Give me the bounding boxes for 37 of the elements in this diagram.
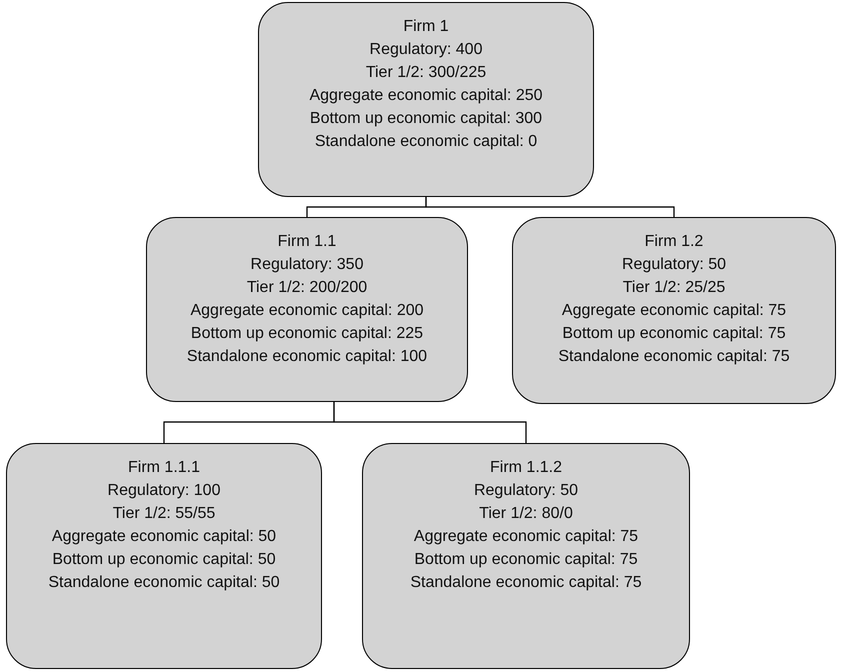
capital-figure: Aggregate economic capital: 200 (190, 301, 424, 321)
connector-line (333, 402, 527, 443)
capital-figure: Tier 1/2: 55/55 (112, 504, 216, 524)
capital-figure: Tier 1/2: 25/25 (622, 278, 726, 298)
capital-figure: Aggregate economic capital: 50 (52, 527, 276, 547)
capital-figure: Standalone economic capital: 0 (314, 132, 538, 152)
firm-name: Firm 1.1 (278, 232, 336, 252)
capital-figure: Aggregate economic capital: 75 (562, 301, 786, 321)
capital-figure: Bottom up economic capital: 75 (562, 324, 786, 344)
capital-figure: Tier 1/2: 80/0 (479, 504, 573, 524)
capital-figure: Regulatory: 350 (250, 255, 364, 275)
firm-name: Firm 1.2 (644, 232, 704, 252)
connector-line (425, 197, 675, 217)
capital-figure: Tier 1/2: 200/200 (246, 278, 368, 298)
capital-figure: Regulatory: 50 (622, 255, 726, 275)
firm-box (146, 217, 468, 402)
firm-box (258, 2, 594, 197)
capital-figure: Bottom up economic capital: 300 (310, 109, 542, 129)
capital-figure: Standalone economic capital: 100 (186, 347, 428, 367)
firm-box (512, 217, 836, 404)
capital-figure: Aggregate economic capital: 250 (309, 86, 543, 106)
capital-figure: Regulatory: 400 (370, 40, 482, 60)
capital-figure: Standalone economic capital: 75 (410, 573, 642, 593)
capital-figure: Standalone economic capital: 75 (558, 347, 790, 367)
firm-name: Firm 1.1.1 (128, 458, 200, 478)
capital-figure: Bottom up economic capital: 225 (190, 324, 424, 344)
firm-name: Firm 1.1.2 (490, 458, 562, 478)
capital-figure: Aggregate economic capital: 75 (414, 527, 638, 547)
capital-figure: Tier 1/2: 300/225 (366, 63, 486, 83)
capital-figure: Bottom up economic capital: 75 (414, 550, 638, 570)
capital-figure: Standalone economic capital: 50 (48, 573, 280, 593)
capital-figure: Regulatory: 50 (474, 481, 578, 501)
firm-name: Firm 1 (403, 17, 449, 37)
capital-figure: Bottom up economic capital: 50 (52, 550, 276, 570)
firm-box (6, 443, 322, 669)
firm-box (362, 443, 690, 669)
capital-figure: Regulatory: 100 (108, 481, 220, 501)
